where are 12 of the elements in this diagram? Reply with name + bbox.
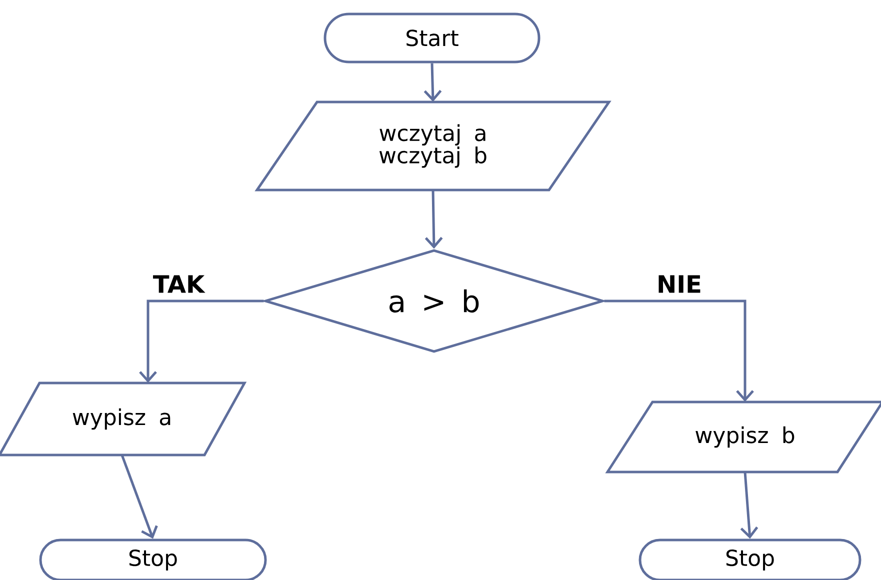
terminator-box: Stop — [638, 538, 862, 580]
arrow — [740, 472, 758, 539]
arrow — [139, 300, 264, 383]
arrow — [604, 300, 754, 402]
terminator-box: Start — [324, 12, 540, 64]
terminator-box: Stop — [39, 538, 267, 580]
arrow — [424, 190, 443, 249]
arrow — [120, 454, 158, 539]
arrow — [424, 63, 442, 102]
edge-label: TAK — [152, 274, 206, 294]
edge-label: NIE — [656, 274, 703, 294]
io-parallelogram: wypisz a — [0, 382, 247, 456]
